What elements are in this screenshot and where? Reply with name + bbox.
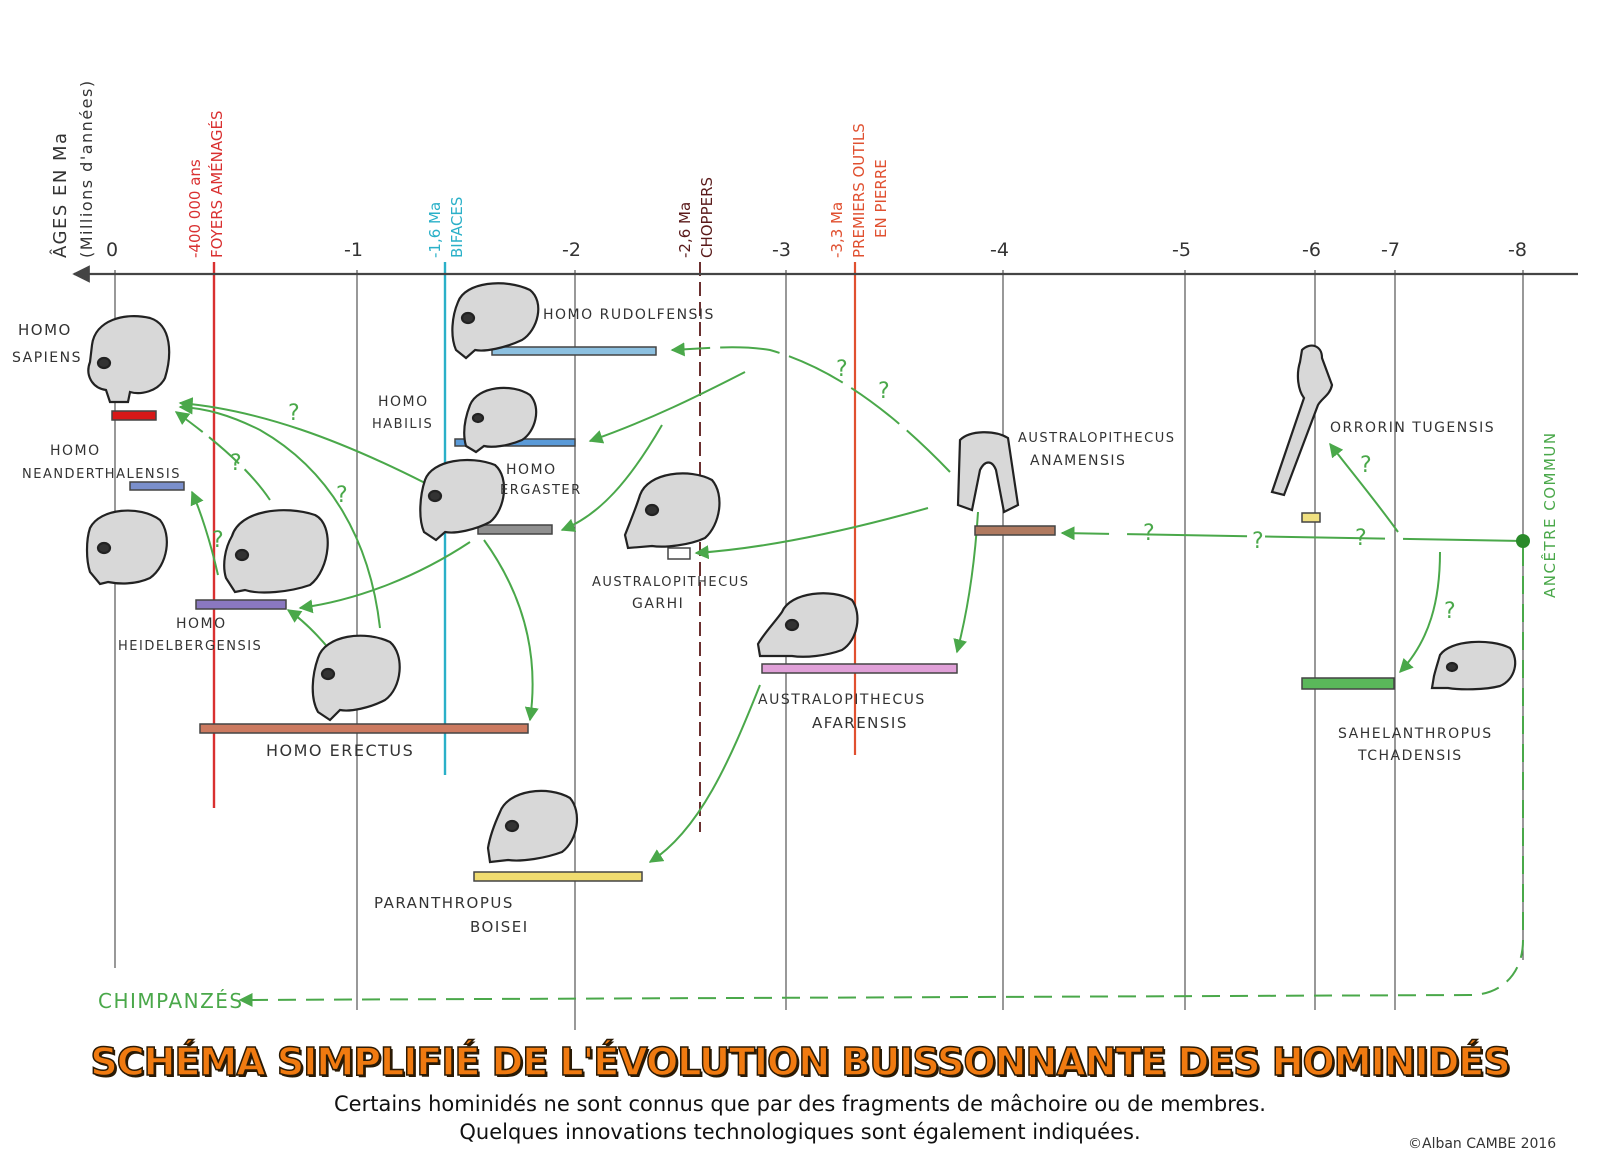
bar-afarensis <box>761 663 958 674</box>
label-afarensis-2: AFARENSIS <box>812 714 908 732</box>
species-labels: HOMO SAPIENS HOMO NEANDERTHALENSIS HOMO … <box>12 307 1495 936</box>
marker-bifaces-date: -1,6 Ma <box>426 202 444 258</box>
tick-label: -6 <box>1302 239 1321 261</box>
jaw-anamensis-icon <box>956 431 1020 514</box>
skull-rudolfensis-icon <box>451 282 540 360</box>
label-neanderthalensis-2: NEANDERTHALENSIS <box>22 467 181 482</box>
bar-heidelbergensis <box>195 599 287 610</box>
label-habilis-1: HOMO <box>378 394 429 410</box>
label-anamensis-1: AUSTRALOPITHECUS <box>1018 431 1175 446</box>
species-bars <box>111 346 1395 882</box>
page-title: SCHÉMA SIMPLIFIÉ DE L'ÉVOLUTION BUISSONN… <box>90 1039 1512 1085</box>
label-heidelbergensis-1: HOMO <box>176 616 227 632</box>
label-garhi-1: AUSTRALOPITHECUS <box>592 575 749 590</box>
label-sapiens-2: SAPIENS <box>12 350 82 366</box>
femur-orrorin-icon <box>1270 344 1334 497</box>
marker-outils-label-2: EN PIERRE <box>872 159 890 238</box>
label-sahelanthropus-1: SAHELANTHROPUS <box>1338 726 1493 742</box>
marker-foyers-date: -400 000 ans <box>186 159 204 258</box>
marker-choppers-label: CHOPPERS <box>698 177 716 258</box>
question-mark: ? <box>212 528 224 553</box>
question-mark: ? <box>336 483 348 508</box>
bar-boisei <box>473 871 643 882</box>
bar-anamensis <box>974 525 1056 536</box>
bar-rudolfensis <box>491 346 657 356</box>
question-mark: ? <box>1143 521 1155 546</box>
skull-habilis-icon <box>463 386 538 454</box>
axis-title: ÂGES EN Ma <box>49 131 71 258</box>
author-credit: ©Alban CAMBE 2016 <box>1408 1136 1557 1152</box>
bar-erectus <box>199 723 529 734</box>
label-neanderthalensis-1: HOMO <box>50 443 101 459</box>
label-sapiens-1: HOMO <box>18 321 72 339</box>
question-mark: ? <box>878 379 890 404</box>
tick-label: -8 <box>1508 239 1527 261</box>
question-mark: ? <box>1360 453 1372 478</box>
tick-label: -5 <box>1172 239 1191 261</box>
marker-choppers-date: -2,6 Ma <box>676 202 694 258</box>
caption-line-1: Certains hominidés ne sont connus que pa… <box>334 1092 1266 1116</box>
tick-label: -1 <box>344 239 363 261</box>
bar-ergaster <box>477 524 553 535</box>
marker-labels: -400 000 ans FOYERS AMÉNAGÉS -1,6 Ma BIF… <box>186 111 890 259</box>
tick-label: -7 <box>1381 239 1400 261</box>
caption-line-2: Quelques innovations technologiques sont… <box>459 1120 1141 1144</box>
bar-neanderthalensis <box>129 481 185 491</box>
label-ergaster-2: ERGASTER <box>500 483 582 498</box>
label-erectus: HOMO ERECTUS <box>266 741 414 760</box>
label-sahelanthropus-2: TCHADENSIS <box>1357 748 1463 764</box>
label-heidelbergensis-2: HEIDELBERGENSIS <box>118 639 262 654</box>
label-boisei-2: BOISEI <box>470 918 529 936</box>
label-habilis-2: HABILIS <box>372 417 433 432</box>
label-garhi-2: GARHI <box>632 596 684 612</box>
bar-sapiens <box>111 410 157 421</box>
bar-sahelanthropus <box>1301 677 1395 690</box>
skull-neanderthalensis-icon <box>85 509 168 586</box>
bar-orrorin <box>1301 512 1321 523</box>
axis-subtitle: (Millions d'années) <box>77 79 96 258</box>
skull-illustrations <box>85 282 1517 864</box>
question-mark: ? <box>230 451 242 476</box>
axis-tick-labels: 0 -1 -2 -3 -4 -5 -6 -7 -8 <box>106 239 1527 261</box>
bar-garhi <box>667 547 691 560</box>
label-afarensis-1: AUSTRALOPITHECUS <box>758 692 926 708</box>
question-mark: ? <box>1252 529 1264 554</box>
tick-label: -3 <box>772 239 791 261</box>
marker-bifaces-label: BIFACES <box>448 197 466 258</box>
label-rudolfensis: HOMO RUDOLFENSIS <box>543 307 715 323</box>
tick-label: -4 <box>990 239 1009 261</box>
skull-sahelanthropus-icon <box>1430 640 1517 691</box>
skull-sapiens-icon <box>87 315 171 404</box>
skull-ergaster-icon <box>419 458 506 542</box>
question-mark: ? <box>288 401 300 426</box>
skull-erectus-icon <box>311 634 401 722</box>
label-chimpanzees: CHIMPANZÉS <box>98 989 244 1013</box>
label-ergaster-1: HOMO <box>506 462 557 478</box>
tick-label: 0 <box>106 239 118 261</box>
label-ancestor: ANCÊTRE COMMUN <box>1540 431 1559 598</box>
skull-afarensis-icon <box>756 592 859 658</box>
marker-outils-label: PREMIERS OUTILS <box>850 123 868 258</box>
question-mark: ? <box>1444 599 1456 624</box>
label-anamensis-2: ANAMENSIS <box>1030 453 1126 469</box>
question-mark: ? <box>1355 526 1367 551</box>
label-orrorin: ORRORIN TUGENSIS <box>1330 420 1495 436</box>
label-boisei-1: PARANTHROPUS <box>374 894 514 912</box>
question-mark: ? <box>836 357 848 382</box>
skull-garhi-icon <box>623 472 721 550</box>
uncertainty-marks: ? ? ? ? ? ? ? ? ? ? ? <box>212 357 1456 624</box>
lineage-arrows <box>174 342 1530 1007</box>
tick-label: -2 <box>562 239 581 261</box>
marker-foyers-label: FOYERS AMÉNAGÉS <box>207 111 226 259</box>
marker-outils-date: -3,3 Ma <box>828 202 846 258</box>
skull-heidelbergensis-icon <box>223 509 329 594</box>
skull-boisei-icon <box>486 789 578 864</box>
